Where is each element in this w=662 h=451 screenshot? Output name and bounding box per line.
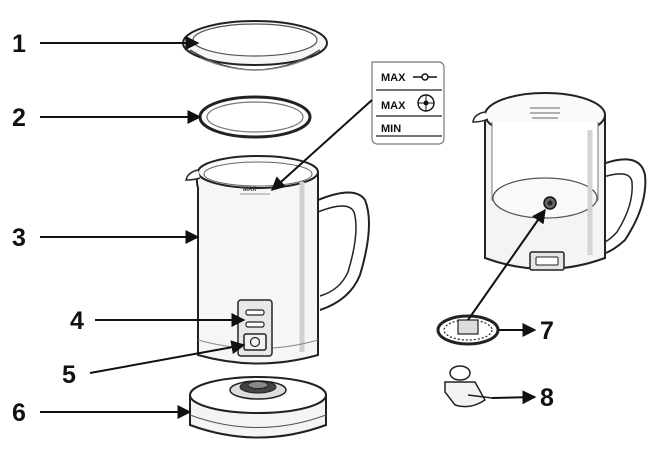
indicator-light-middle xyxy=(245,321,265,328)
power-icon xyxy=(249,336,261,348)
callout-6: 6 xyxy=(12,399,26,427)
control-panel xyxy=(237,299,273,357)
seal-ring xyxy=(198,95,312,139)
whisk-spring xyxy=(436,314,500,346)
froth-symbol-icon xyxy=(413,73,437,81)
max-froth-label: MAX xyxy=(381,72,406,84)
indicator-light-top xyxy=(245,309,265,316)
level-marks-inset: MAX MAX MIN xyxy=(371,61,445,145)
callout-7: 7 xyxy=(540,317,554,345)
max-whisk-label: MAX xyxy=(381,100,406,112)
jug-interior-view xyxy=(472,92,647,271)
jug: MAX xyxy=(185,155,370,365)
min-label: MIN xyxy=(381,123,401,135)
callout-3: 3 xyxy=(12,224,26,252)
froth-whisk xyxy=(444,365,493,408)
power-button[interactable] xyxy=(243,333,267,351)
callout-4: 4 xyxy=(70,307,84,335)
whisk-symbol-icon xyxy=(417,94,435,112)
base xyxy=(189,376,327,439)
callout-2: 2 xyxy=(12,104,26,132)
jug-inner-max-mark: MAX xyxy=(243,187,256,193)
callout-5: 5 xyxy=(62,361,76,389)
callout-8: 8 xyxy=(540,384,554,412)
callout-1: 1 xyxy=(12,30,26,58)
leader-lines xyxy=(40,36,546,419)
lid xyxy=(182,20,328,71)
